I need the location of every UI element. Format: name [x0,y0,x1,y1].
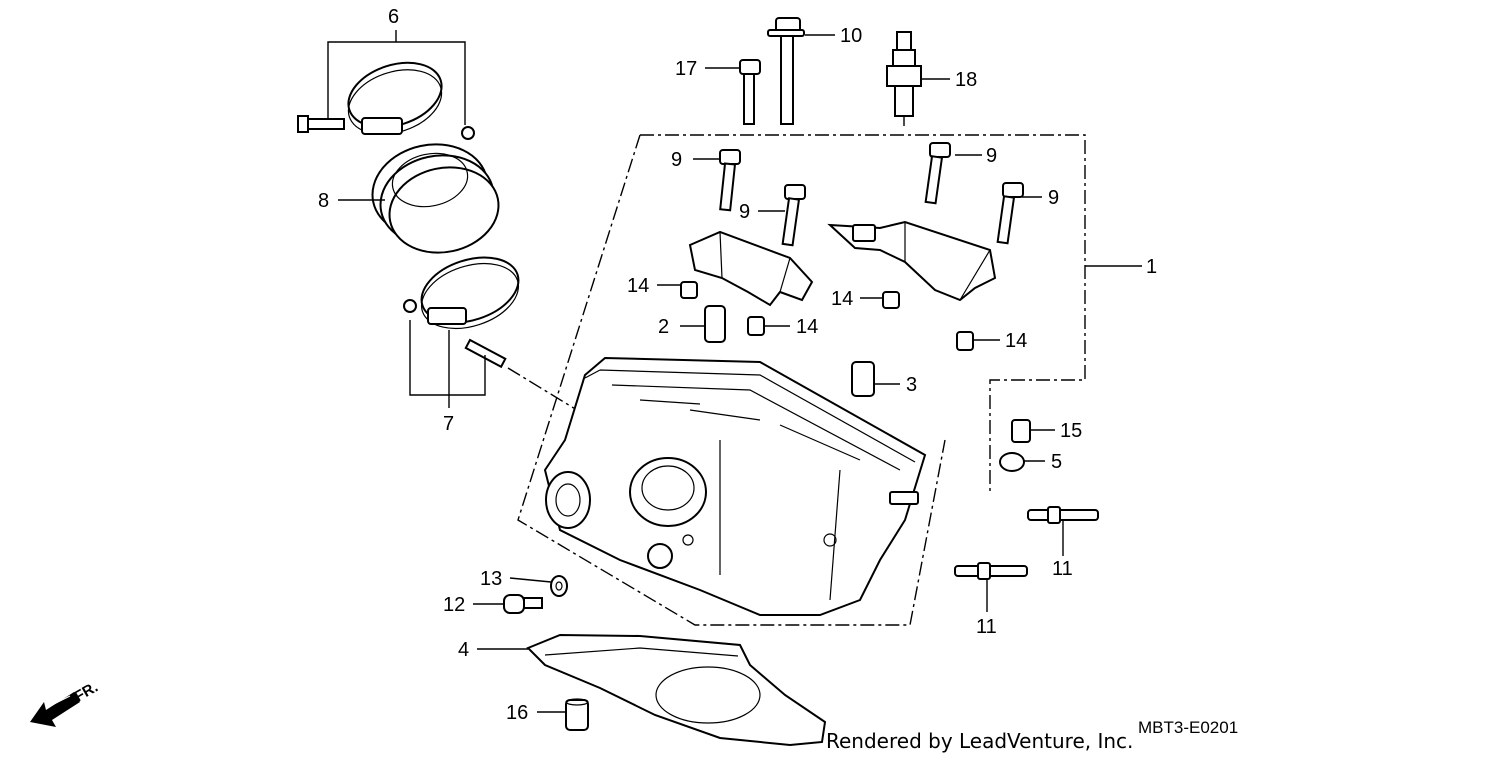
hose-band-lower [403,256,520,369]
render-credit: Rendered by LeadVenture, Inc. [826,729,1133,753]
cap-bolt-12 [503,594,543,614]
callout-1: 1 [1146,256,1157,278]
callout-3: 3 [906,374,917,396]
callout-4: 4 [458,639,469,661]
callout-9-c: 9 [986,145,997,167]
callout-14-b: 14 [796,316,818,338]
diagram-code: MBT3-E0201 [1138,718,1238,737]
bolt-17 [739,59,761,125]
callout-7: 7 [443,413,454,435]
callout-14-d: 14 [1005,330,1027,352]
callout-9-a: 9 [671,149,682,171]
callout-10: 10 [840,25,862,47]
callout-2: 2 [658,316,669,338]
rocker-holder-right [827,220,997,302]
bolt-9-d [996,182,1024,245]
callout-14-a: 14 [627,275,649,297]
cylinder-head [543,356,927,616]
callout-13: 13 [480,568,502,590]
callout-6: 6 [388,6,399,28]
callout-9-b: 9 [739,201,750,223]
spark-plug [886,31,922,126]
dowel-16 [565,698,589,731]
bolt-9-a [719,149,741,212]
front-arrow-icon [30,692,80,727]
washer-13 [550,575,568,597]
callout-12: 12 [443,594,465,616]
callout-18: 18 [955,69,977,91]
bolt-9-b [781,184,806,247]
bolt-9-c [924,142,951,205]
head-gasket [526,633,827,747]
callout-16: 16 [506,702,528,724]
rocker-holder-left [688,230,814,307]
callout-5: 5 [1051,451,1062,473]
callout-9-d: 9 [1048,187,1059,209]
dowel-pins [680,281,1031,472]
hose-band-upper [297,61,475,140]
callout-17: 17 [675,58,697,80]
stud-bolt-lower [954,562,1028,580]
callout-15: 15 [1060,420,1082,442]
front-direction-indicator: FR. [30,679,101,727]
callout-numbers: 1 2 3 4 5 6 7 8 9 9 9 9 10 11 11 12 13 1… [318,6,1157,724]
carburetor-insulator [371,143,500,254]
callout-11-a: 11 [1052,558,1073,580]
callout-8: 8 [318,190,329,212]
callout-14-c: 14 [831,288,853,310]
leader-lines [327,30,1142,713]
callout-11-b: 11 [976,616,997,638]
bolt-10 [767,17,805,125]
